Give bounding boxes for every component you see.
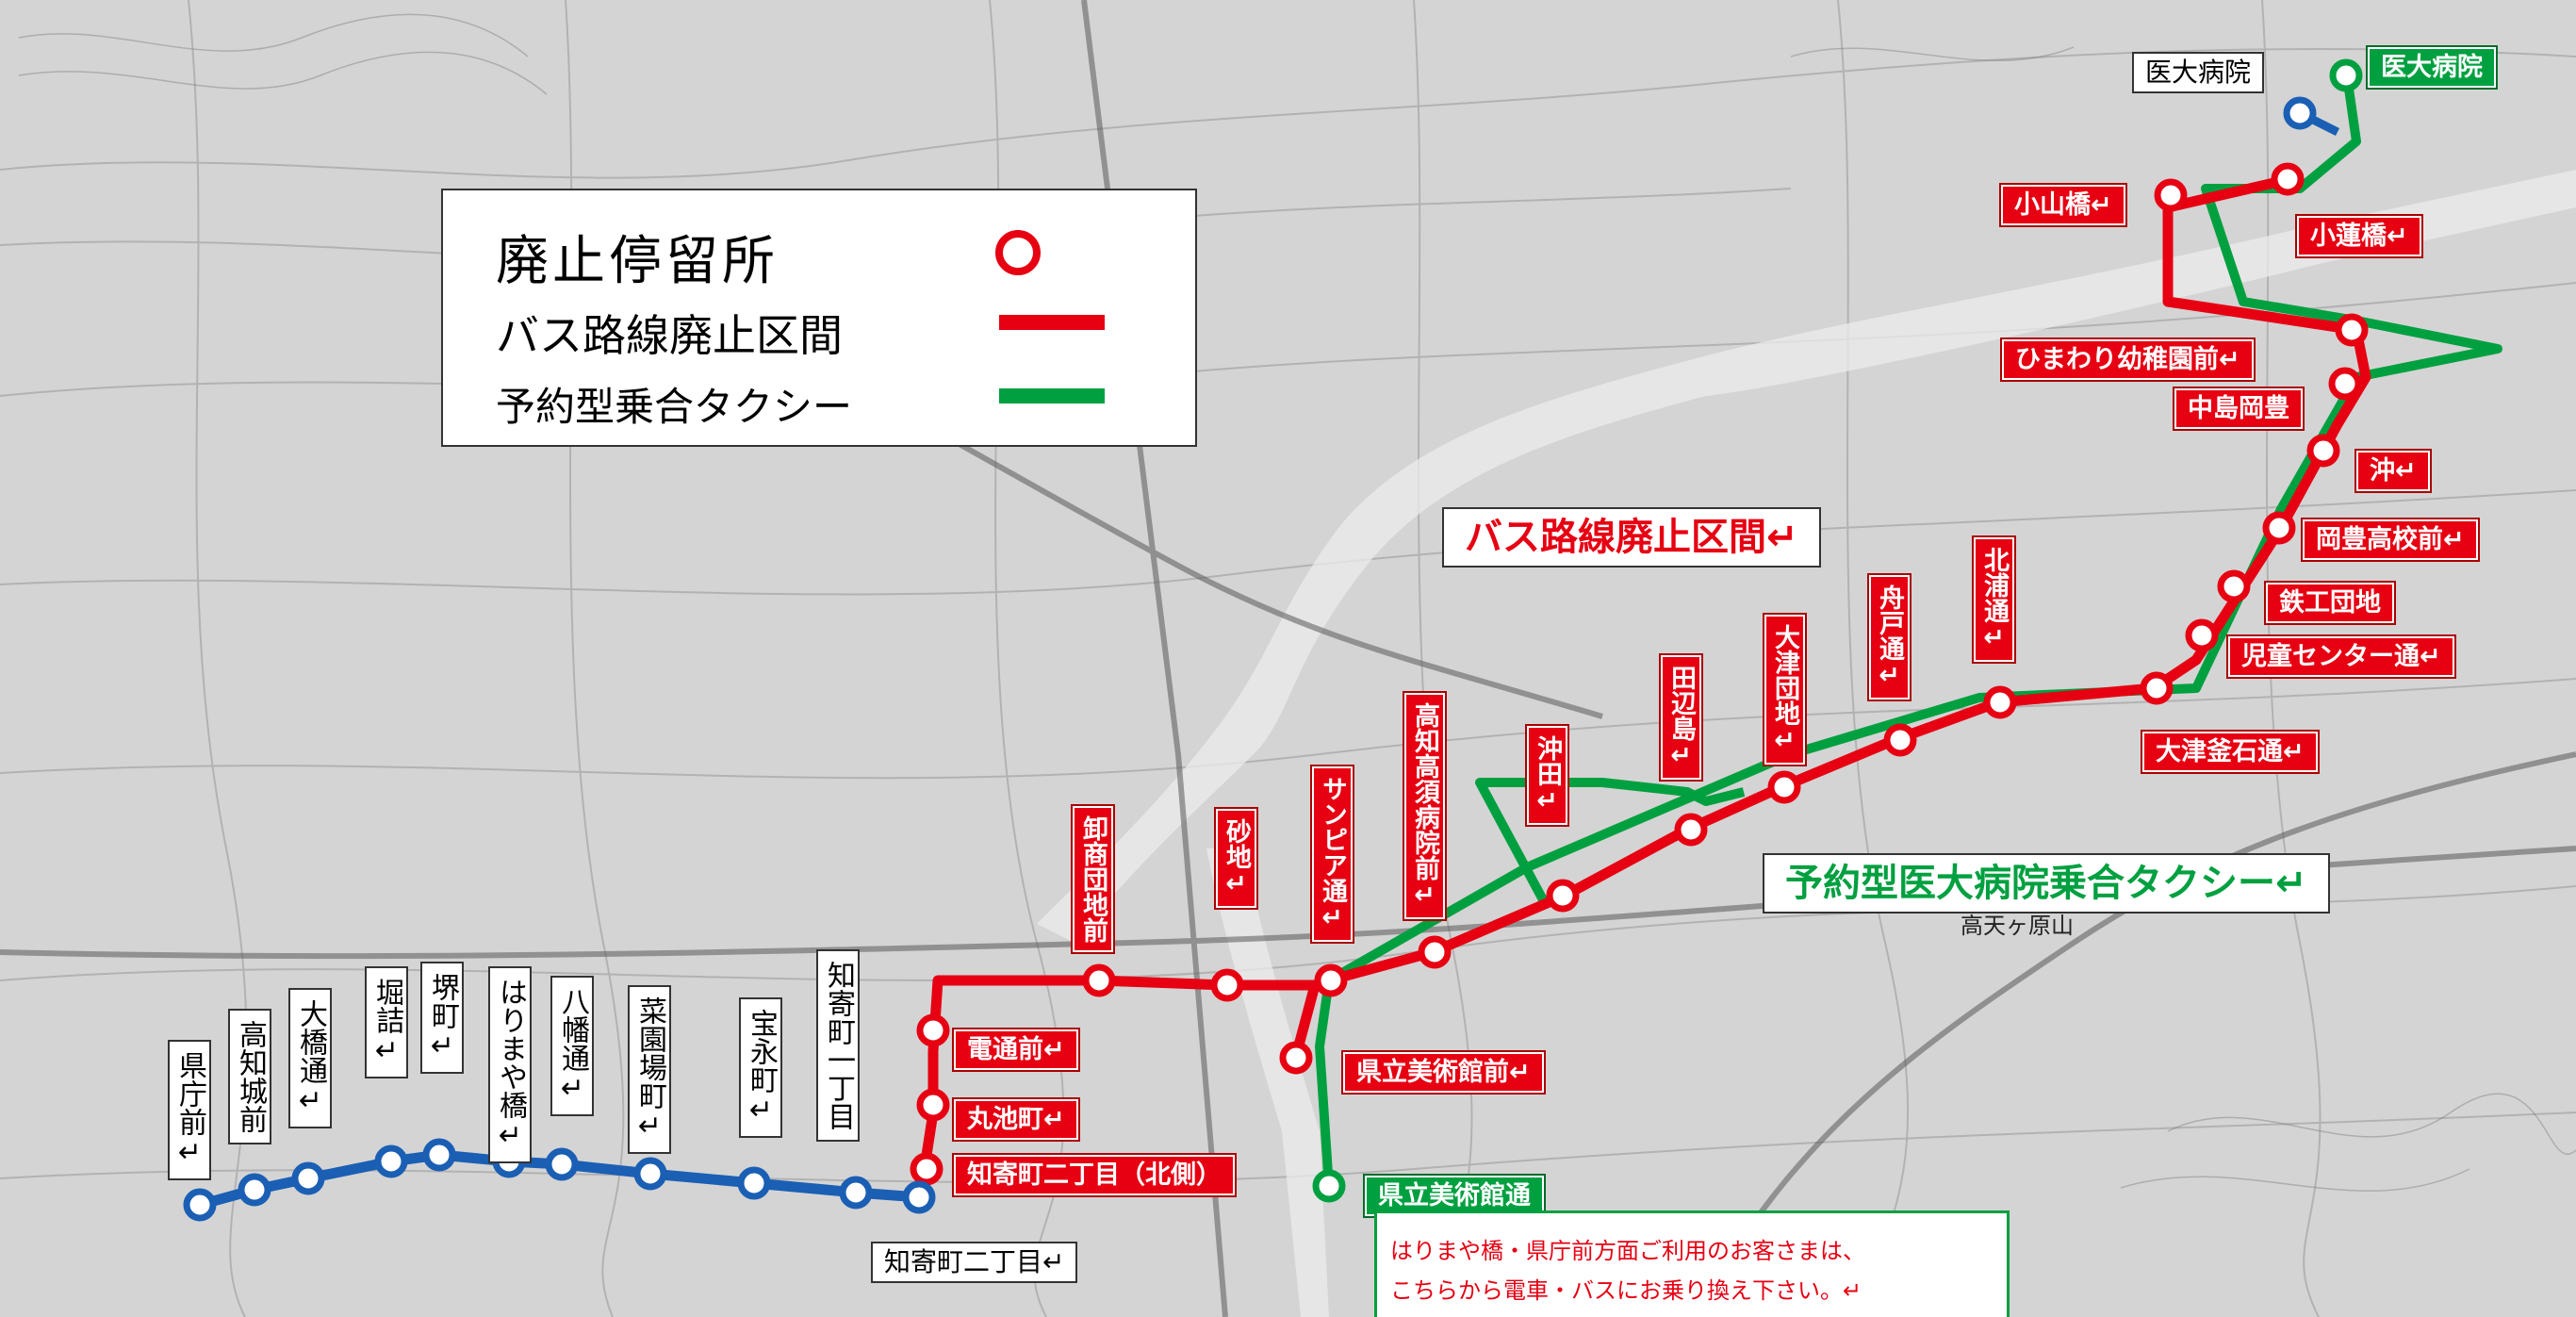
tram-stop-sakaimachi: 堺町↵	[420, 962, 464, 1074]
stop-oki: 沖↵	[2356, 451, 2430, 491]
discontinued-stop-marker-7	[2217, 569, 2251, 603]
stop-oroshi-shoudanchi: 卸商団地前	[1073, 806, 1113, 952]
stop-sunpia: サンピア通↵	[1312, 766, 1353, 942]
discontinued-stop-marker-20	[916, 1088, 950, 1122]
tram-stop-saienbamachi: 菜園場町↵	[628, 985, 671, 1154]
stop-kitaura: 北浦通↵	[1974, 537, 2014, 662]
notice-line1: はりまや橋・県庁前方面ご利用のお客さまは、	[1390, 1238, 1865, 1264]
tram-stop-marker-4	[374, 1144, 408, 1178]
discontinued-stop-marker-1	[2154, 178, 2188, 212]
tram-stop-kenchoumae: 県庁前↵	[168, 1040, 211, 1180]
tram-stop-harimayabashi: はりまや橋↵	[488, 966, 532, 1163]
bus-discontinued-title: バス路線廃止区間↵	[1442, 507, 1821, 568]
hospital-label-green: 医大病院	[2368, 47, 2496, 88]
tram-stop-marker-1	[183, 1188, 217, 1222]
discontinued-stop-marker-22	[1279, 1041, 1313, 1075]
taxi-service-title: 予約型医大病院乗合タクシー↵	[1763, 853, 2330, 914]
legend-discontinued-section-label: バス路線廃止区間	[496, 310, 843, 361]
discontinued-stop-marker-19	[916, 1013, 950, 1047]
discontinued-stop-marker-17	[1210, 968, 1244, 1002]
river	[1037, 170, 2576, 943]
legend-stop-symbol	[995, 230, 1041, 275]
discontinued-stop-marker-21	[910, 1152, 943, 1186]
notice-line2: こちらから電車・バスにお乗り換え下さい。↵	[1390, 1277, 1862, 1304]
place-takamagahara: 高天ヶ原山	[1961, 913, 2074, 939]
legend: 廃止停留所 バス路線廃止区間 予約型乗合タクシー	[441, 189, 1197, 447]
legend-green-line	[999, 388, 1105, 403]
stop-himawari: ひまわり幼稚園前↵	[2002, 339, 2254, 380]
discontinued-stop-marker-16	[1314, 963, 1348, 997]
discontinued-stop-marker-3	[2335, 313, 2369, 347]
taxi-route-branch	[1475, 778, 1746, 908]
stop-kenritsu-bijutsukan-mae: 県立美術館前↵	[1343, 1052, 1544, 1093]
tram-stop-marker-10	[839, 1176, 873, 1210]
tram-stop-marker-12	[2283, 96, 2317, 130]
tram-stop-marker-5	[422, 1138, 456, 1172]
discontinued-stop-marker-6	[2262, 511, 2296, 545]
tram-stop-marker-3	[291, 1161, 325, 1195]
stop-nakajima-okou: 中島岡豊	[2174, 388, 2303, 429]
tram-stop-chiyorimachi1: 知寄町一丁目	[816, 949, 860, 1142]
discontinued-stop-marker-11	[1883, 723, 1917, 757]
discontinued-stop-marker-5	[2306, 434, 2340, 468]
tram-stops	[183, 96, 2317, 1222]
contour-lines	[18, 13, 2576, 1192]
stop-otsu-danchi: 大津団地↵	[1764, 615, 1805, 765]
taxi-stops	[1312, 58, 2363, 1203]
stop-sunaji: 砂地↵	[1216, 809, 1256, 908]
tram-stop-hachimandori: 八幡通↵	[550, 976, 594, 1116]
tram-stop-kouchijou: 高知城前	[228, 1009, 271, 1144]
legend-discontinued-stop-label: 廃止停留所	[496, 231, 779, 292]
legend-reserved-taxi-label: 予約型乗合タクシー	[496, 384, 853, 430]
tram-stop-chiyorimachi2: 知寄町二丁目↵	[871, 1242, 1078, 1283]
legend-red-line	[999, 315, 1105, 330]
discontinued-stop-marker-4	[2328, 367, 2362, 401]
stop-jidou-center: 児童センター通↵	[2228, 636, 2454, 677]
stop-kenritsu-bijutsukan-dori: 県立美術館通	[1365, 1176, 1544, 1216]
stop-kohasubashi: 小蓮橋↵	[2297, 216, 2421, 256]
stop-funado: 舟戸通↵	[1869, 575, 1910, 700]
stop-dentsu-mae: 電通前↵	[954, 1029, 1078, 1070]
stop-chiyorimachi2-north: 知寄町二丁目（北側）	[954, 1155, 1235, 1195]
stop-otsu-kamaishi: 大津釜石通↵	[2142, 732, 2318, 772]
stop-tanabejima: 田辺島↵	[1661, 655, 1701, 780]
stop-tekkou-danchi: 鉄工団地	[2266, 583, 2394, 623]
discontinued-stop-marker-15	[1418, 935, 1452, 969]
stop-koyamabashi: 小山橋↵	[2001, 185, 2125, 225]
tram-stop-horizume: 堀詰↵	[365, 966, 408, 1078]
discontinued-stop-marker-13	[1674, 813, 1708, 847]
river-south	[1206, 848, 1329, 1317]
discontinued-stop-marker-9	[2140, 671, 2174, 705]
discontinued-stop-marker-18	[1082, 963, 1116, 997]
tram-stop-houeimachi: 宝永町↵	[739, 997, 782, 1138]
tram-stop-marker-11	[902, 1180, 936, 1214]
discontinued-stop-marker-12	[1767, 770, 1801, 804]
stop-okou-koukou: 岡豊高校前↵	[2303, 519, 2478, 560]
tram-stop-marker-9	[737, 1166, 771, 1200]
tram-stop-marker-7	[545, 1147, 579, 1181]
tram-stop-ohashidori: 大橋通↵	[288, 988, 332, 1128]
discontinued-stop-marker-8	[2185, 618, 2219, 652]
discontinued-stops	[910, 162, 2369, 1186]
stop-marunouchi: 丸池町↵	[954, 1099, 1078, 1140]
tram-stop-marker-8	[633, 1157, 667, 1191]
transfer-notice: はりまや橋・県庁前方面ご利用のお客さまは、 こちらから電車・バスにお乗り換え下さ…	[1374, 1210, 2010, 1317]
discontinued-stop-marker-10	[1983, 685, 2017, 719]
discontinued-stop-marker-2	[2271, 162, 2305, 196]
hospital-label-white: 医大病院	[2132, 52, 2265, 93]
stop-kochi-sugahara: 高知高須病院前↵	[1404, 693, 1445, 919]
tram-stop-marker-2	[238, 1173, 271, 1207]
discontinued-stop-marker-14	[1546, 879, 1580, 913]
taxi-stop-marker-2	[1312, 1169, 1346, 1203]
stop-okida: 沖田↵	[1527, 726, 1567, 825]
taxi-stop-marker-1	[2329, 58, 2363, 92]
